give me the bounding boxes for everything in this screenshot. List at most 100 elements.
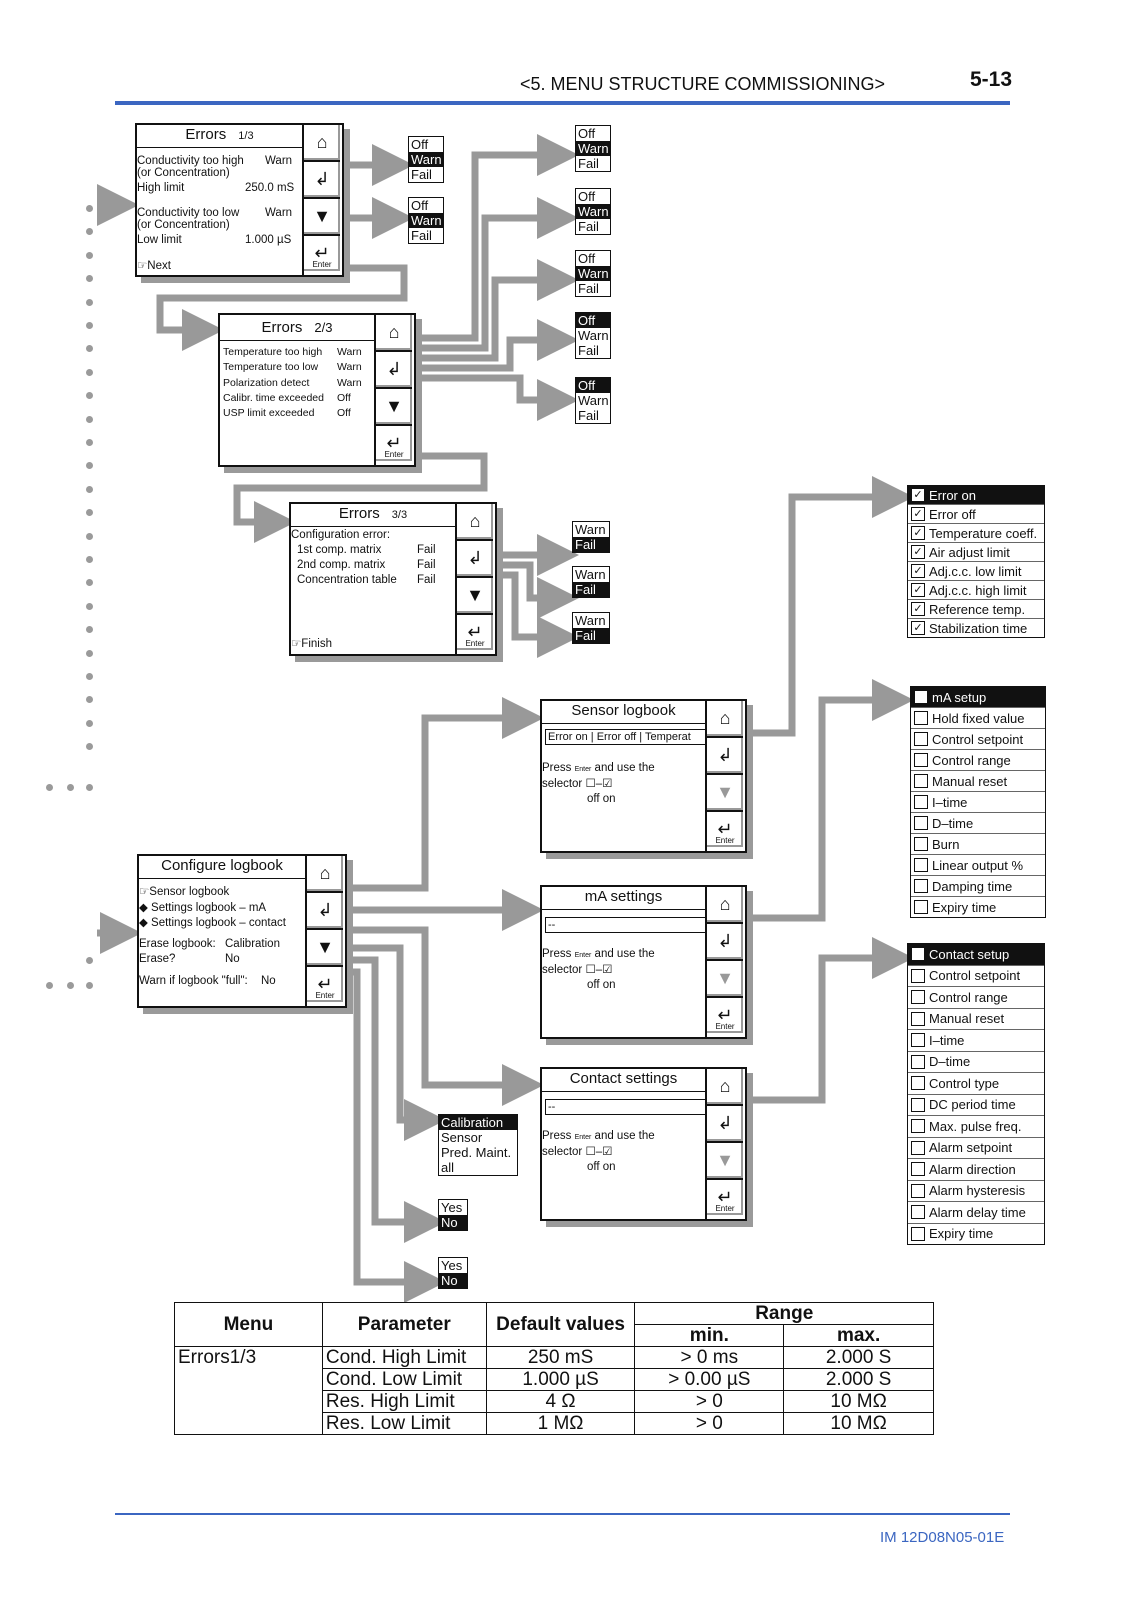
value[interactable]: Warn — [337, 346, 362, 358]
option-warn[interactable]: Warn — [576, 204, 610, 219]
back-button[interactable]: ↲ — [707, 738, 743, 775]
back-button[interactable]: ↲ — [457, 541, 493, 578]
option-warn[interactable]: Warn — [575, 567, 606, 582]
option-list[interactable]: Off Warn Fail — [575, 377, 611, 424]
checklist-item[interactable]: Alarm delay time — [908, 1202, 1044, 1224]
option-list[interactable]: Warn Fail — [572, 521, 610, 553]
checkbox-icon[interactable] — [911, 968, 925, 983]
home-button[interactable]: ⌂ — [304, 125, 340, 162]
checkbox-icon[interactable] — [914, 816, 928, 830]
home-button[interactable]: ⌂ — [707, 1069, 743, 1106]
option-all[interactable]: all — [441, 1160, 455, 1175]
checklist-item[interactable]: Expiry time — [911, 897, 1045, 917]
option-list[interactable]: Warn Fail — [572, 612, 610, 644]
checklist-item[interactable]: Linear output % — [911, 855, 1045, 876]
checklist-item[interactable]: D–time — [911, 813, 1045, 834]
down-button[interactable]: ▼ — [304, 199, 340, 236]
back-button[interactable]: ↲ — [707, 1106, 743, 1143]
checkbox-icon[interactable] — [914, 711, 928, 725]
menu-item-settings-ma[interactable]: ◆ Settings logbook – mA — [139, 902, 267, 914]
checkbox-icon[interactable] — [914, 795, 928, 809]
checklist-item[interactable]: Alarm direction — [908, 1159, 1044, 1181]
checklist-item[interactable]: Hold fixed value — [911, 708, 1045, 729]
option-list[interactable]: Off Warn Fail — [575, 188, 611, 235]
checklist-item[interactable]: I–time — [911, 792, 1045, 813]
enter-button[interactable]: ↵Enter — [707, 998, 743, 1033]
enter-button[interactable]: ↵Enter — [307, 967, 343, 1002]
option-off[interactable]: Off — [578, 251, 596, 266]
menu-item-sensor-logbook[interactable]: ☞Sensor logbook — [139, 886, 230, 898]
option-warn[interactable]: Warn — [409, 152, 443, 167]
option-warn[interactable]: Warn — [578, 328, 609, 343]
checkbox-icon[interactable] — [911, 947, 925, 962]
value[interactable]: No — [225, 953, 240, 965]
checkbox-checked-icon[interactable]: ✓ — [911, 507, 925, 521]
checkbox-icon[interactable] — [914, 753, 928, 767]
checkbox-checked-icon[interactable]: ✓ — [911, 564, 925, 578]
option-fail[interactable]: Fail — [411, 167, 432, 182]
yes-no-list[interactable]: Yes No — [438, 1257, 468, 1289]
checklist-item[interactable]: Manual reset — [911, 771, 1045, 792]
option-off[interactable]: Off — [411, 137, 429, 152]
checklist-item[interactable]: Control setpoint — [908, 966, 1044, 987]
enter-button[interactable]: ↵Enter — [457, 615, 493, 650]
option-warn[interactable]: Warn — [575, 522, 606, 537]
option-warn[interactable]: Warn — [575, 613, 606, 628]
value[interactable]: Warn — [265, 207, 293, 219]
option-fail[interactable]: Fail — [578, 219, 599, 234]
checkbox-checked-icon[interactable]: ✓ — [911, 526, 925, 540]
option-list[interactable]: Off Warn Fail — [575, 312, 611, 359]
settings-field[interactable]: -- — [545, 1099, 706, 1115]
option-fail[interactable]: Fail — [578, 343, 599, 358]
value[interactable]: Fail — [417, 574, 436, 586]
back-button[interactable]: ↲ — [707, 924, 743, 961]
value[interactable]: Fail — [417, 559, 436, 571]
checklist-item[interactable]: Manual reset — [908, 1009, 1044, 1030]
option-fail[interactable]: Fail — [573, 628, 609, 643]
checkbox-icon[interactable] — [911, 1162, 925, 1177]
checkbox-checked-icon[interactable]: ✓ — [911, 602, 925, 616]
checkbox-icon[interactable] — [914, 900, 928, 914]
next-link[interactable]: ☞Next — [137, 260, 171, 272]
option-off[interactable]: Off — [411, 198, 429, 213]
checklist-item[interactable]: Max. pulse freq. — [908, 1116, 1044, 1138]
checklist-item[interactable]: mA setup — [911, 687, 1045, 708]
option-fail[interactable]: Fail — [573, 537, 609, 552]
checkbox-icon[interactable] — [911, 1033, 925, 1048]
value[interactable]: Off — [337, 407, 351, 419]
down-button[interactable]: ▼ — [376, 389, 412, 426]
value[interactable]: 1.000 µS — [245, 234, 292, 246]
checkbox-checked-icon[interactable]: ✓ — [911, 583, 925, 597]
option-calibration[interactable]: Calibration — [439, 1115, 517, 1130]
checkbox-icon[interactable] — [911, 1205, 925, 1220]
option-list[interactable]: Off Warn Fail — [575, 250, 611, 297]
checklist-item[interactable]: ✓Air adjust limit — [908, 543, 1044, 562]
home-button[interactable]: ⌂ — [376, 315, 412, 352]
option-sensor[interactable]: Sensor — [441, 1130, 483, 1145]
option-off[interactable]: Off — [576, 378, 610, 393]
option-warn[interactable]: Warn — [578, 393, 609, 408]
option-warn[interactable]: Warn — [576, 141, 610, 156]
checklist-item[interactable]: Control range — [911, 750, 1045, 771]
checkbox-icon[interactable] — [911, 1097, 925, 1112]
checkbox-icon[interactable] — [911, 1140, 925, 1155]
checklist-item[interactable]: I–time — [908, 1030, 1044, 1052]
value[interactable]: Warn — [265, 155, 293, 167]
checkbox-icon[interactable] — [914, 732, 928, 746]
option-yes[interactable]: Yes — [441, 1258, 463, 1273]
enter-button[interactable]: ↵Enter — [707, 1180, 743, 1215]
checklist-item[interactable]: Control setpoint — [911, 729, 1045, 750]
checkbox-checked-icon[interactable]: ✓ — [911, 488, 925, 502]
option-list[interactable]: Off Warn Fail — [408, 197, 444, 244]
home-button[interactable]: ⌂ — [707, 701, 743, 738]
option-off[interactable]: Off — [578, 126, 596, 141]
option-warn[interactable]: Warn — [409, 213, 443, 228]
checkbox-checked-icon[interactable]: ✓ — [911, 545, 925, 559]
settings-field[interactable]: -- — [545, 917, 706, 933]
value[interactable]: 250.0 mS — [245, 182, 295, 194]
checklist-item[interactable]: Alarm setpoint — [908, 1138, 1044, 1159]
back-button[interactable]: ↲ — [307, 893, 343, 930]
checkbox-icon[interactable] — [914, 690, 928, 704]
option-off[interactable]: Off — [576, 313, 610, 328]
checklist-item[interactable]: Control range — [908, 987, 1044, 1009]
